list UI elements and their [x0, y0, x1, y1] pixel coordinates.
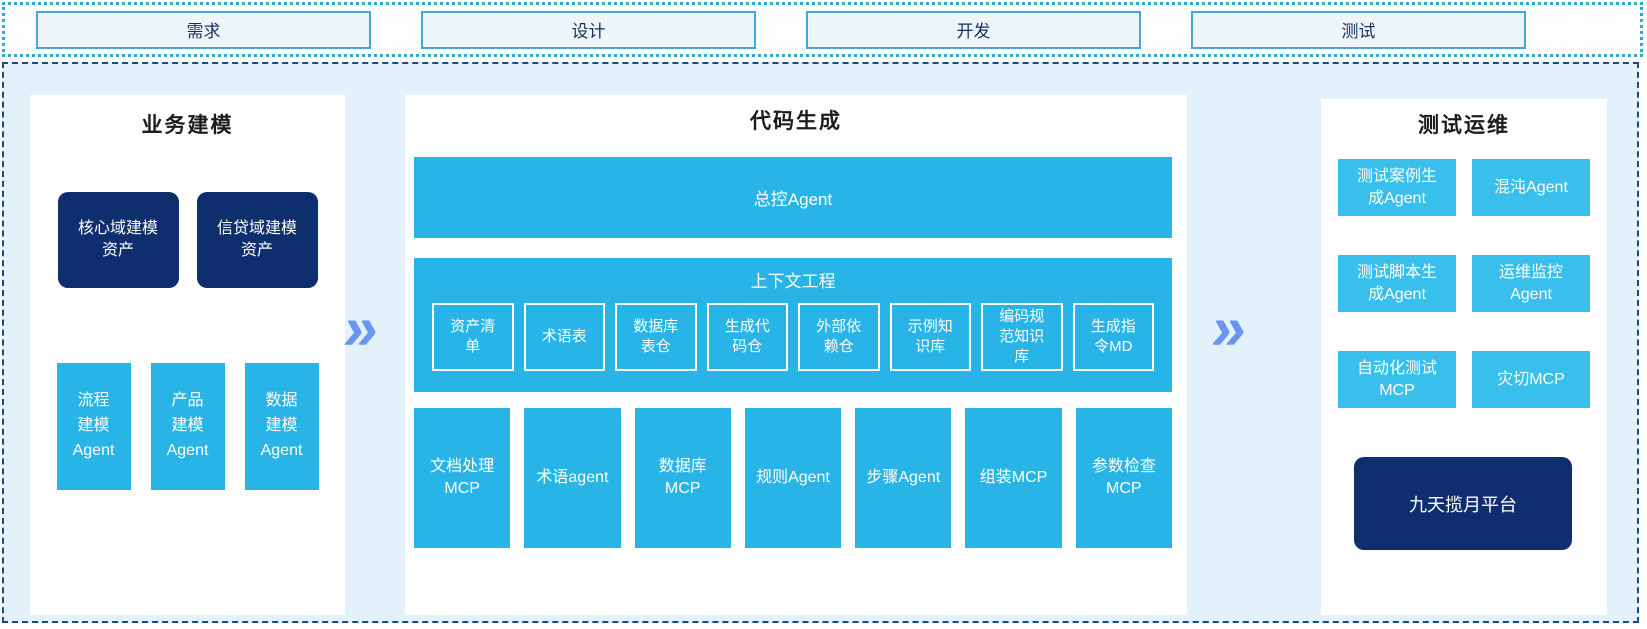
context-item-db-table-repo: 数据库表仓 — [615, 303, 697, 371]
context-item-external-deps-repo: 外部依赖仓 — [798, 303, 880, 371]
code-generation-tools-row: 文档处理MCP 术语agent 数据库MCP 规则Agent 步骤Agent 组… — [414, 408, 1172, 548]
context-item-example-kb: 示例知识库 — [889, 303, 971, 371]
modeling-agents-row: 流程建模Agent 产品建模Agent 数据建模Agent — [30, 363, 345, 490]
doc-processing-mcp-box: 文档处理MCP — [414, 408, 511, 548]
context-item-glossary: 术语表 — [523, 303, 605, 371]
test-ops-title: 测试运维 — [1418, 114, 1510, 137]
glossary-agent-box: 术语agent — [524, 408, 621, 548]
jiutian-lanyue-platform-box: 九天揽月平台 — [1354, 457, 1572, 550]
process-modeling-agent-box: 流程建模Agent — [56, 363, 131, 490]
automated-testing-mcp-box: 自动化测试MCP — [1338, 351, 1456, 408]
panel-business-modeling: 业务建模 核心域建模资产 信贷域建模资产 流程建模Agent 产品建模Agent… — [30, 95, 345, 615]
master-agent-bar: 总控Agent — [414, 157, 1172, 238]
test-script-gen-agent-box: 测试脚本生成Agent — [1338, 255, 1456, 312]
phase-strip: 需求 设计 开发 测试 — [2, 2, 1643, 57]
main-flow-container: 业务建模 核心域建模资产 信贷域建模资产 流程建模Agent 产品建模Agent… — [2, 62, 1639, 623]
panel-code-generation: 代码生成 总控Agent 上下文工程 资产清单 术语表 数据库表仓 生成代码仓 … — [405, 95, 1187, 615]
param-check-mcp-box: 参数检查MCP — [1075, 408, 1172, 548]
context-items-row: 资产清单 术语表 数据库表仓 生成代码仓 外部依赖仓 示例知识库 编码规范知识库… — [414, 303, 1172, 371]
phase-box-design: 设计 — [421, 10, 756, 49]
assembly-mcp-box: 组装MCP — [965, 408, 1062, 548]
chaos-agent-box: 混沌Agent — [1472, 159, 1590, 216]
ops-monitoring-agent-box: 运维监控Agent — [1472, 255, 1590, 312]
context-item-generation-instruction-md: 生成指令MD — [1072, 303, 1154, 371]
context-engineering-block: 上下文工程 资产清单 术语表 数据库表仓 生成代码仓 外部依赖仓 示例知识库 编… — [414, 258, 1172, 392]
phase-box-testing: 测试 — [1191, 10, 1526, 49]
modeling-assets-row: 核心域建模资产 信贷域建模资产 — [30, 192, 345, 288]
business-modeling-title: 业务建模 — [141, 114, 234, 137]
database-mcp-box: 数据库MCP — [634, 408, 731, 548]
panel-test-ops: 测试运维 测试案例生成Agent 混沌Agent 测试脚本生成Agent 运维监… — [1321, 99, 1607, 615]
flow-arrow-left-icon: » — [339, 294, 384, 363]
product-modeling-agent-box: 产品建模Agent — [150, 363, 225, 490]
data-modeling-agent-box: 数据建模Agent — [244, 363, 319, 490]
credit-domain-asset-box: 信贷域建模资产 — [196, 192, 318, 288]
core-domain-asset-box: 核心域建模资产 — [57, 192, 179, 288]
context-engineering-title: 上下文工程 — [750, 272, 836, 291]
context-item-generated-code-repo: 生成代码仓 — [706, 303, 788, 371]
phase-box-requirements: 需求 — [36, 10, 371, 49]
code-generation-title: 代码生成 — [750, 110, 842, 133]
phase-box-development: 开发 — [806, 10, 1141, 49]
rule-agent-box: 规则Agent — [744, 408, 842, 548]
context-item-asset-list: 资产清单 — [432, 303, 514, 371]
step-agent-box: 步骤Agent — [855, 408, 952, 548]
context-item-coding-standard-kb: 编码规范知识库 — [981, 303, 1063, 371]
test-ops-grid: 测试案例生成Agent 混沌Agent 测试脚本生成Agent 运维监控Agen… — [1338, 159, 1590, 408]
flow-arrow-right-icon: » — [1207, 294, 1252, 363]
test-case-gen-agent-box: 测试案例生成Agent — [1338, 159, 1456, 216]
disaster-switch-mcp-box: 灾切MCP — [1472, 351, 1590, 408]
